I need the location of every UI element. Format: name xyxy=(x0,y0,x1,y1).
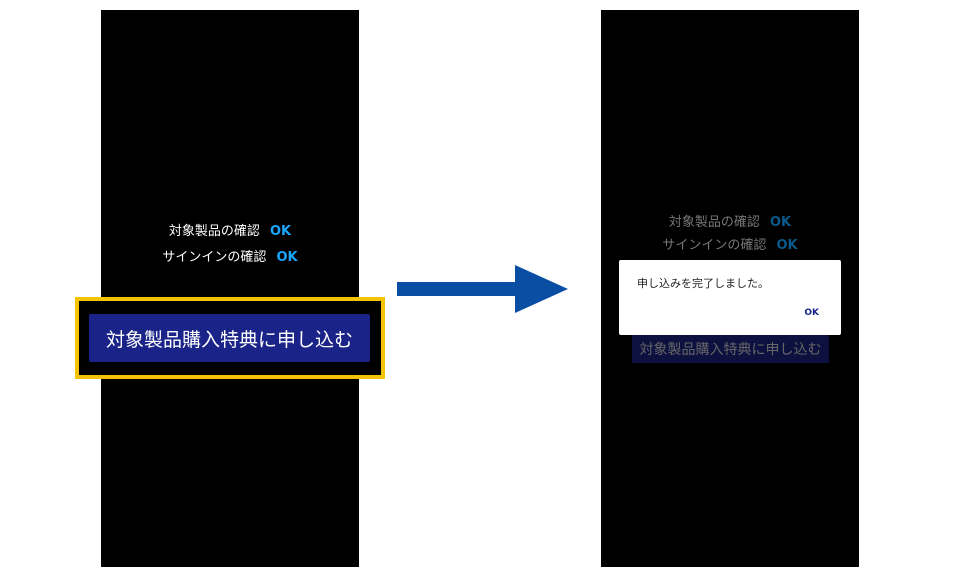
dialog-message: 申し込みを完了しました。 xyxy=(637,277,769,290)
apply-benefit-button: 対象製品購入特典に申し込む xyxy=(632,335,829,363)
signin-check-row: サインインの確認 OK xyxy=(601,238,859,254)
product-check-label: 対象製品の確認 xyxy=(668,215,760,230)
completion-dialog: 申し込みを完了しました。 OK xyxy=(619,260,841,335)
signin-check-label: サインインの確認 xyxy=(162,250,267,265)
status-ok: OK xyxy=(269,224,292,239)
product-check-row: 対象製品の確認 OK xyxy=(601,215,859,231)
signin-check-row: サインインの確認 OK xyxy=(101,250,359,266)
apply-benefit-button[interactable]: 対象製品購入特典に申し込む xyxy=(89,314,370,362)
arrow-right-icon xyxy=(397,265,568,313)
status-ok: OK xyxy=(276,250,298,265)
signin-check-label: サインインの確認 xyxy=(662,238,767,253)
product-check-row: 対象製品の確認 OK xyxy=(101,224,359,240)
product-check-label: 対象製品の確認 xyxy=(168,224,260,239)
highlight-frame: 対象製品購入特典に申し込む xyxy=(75,297,385,379)
dialog-ok-button[interactable]: OK xyxy=(804,308,819,318)
status-ok: OK xyxy=(776,238,798,253)
status-ok: OK xyxy=(769,215,792,230)
